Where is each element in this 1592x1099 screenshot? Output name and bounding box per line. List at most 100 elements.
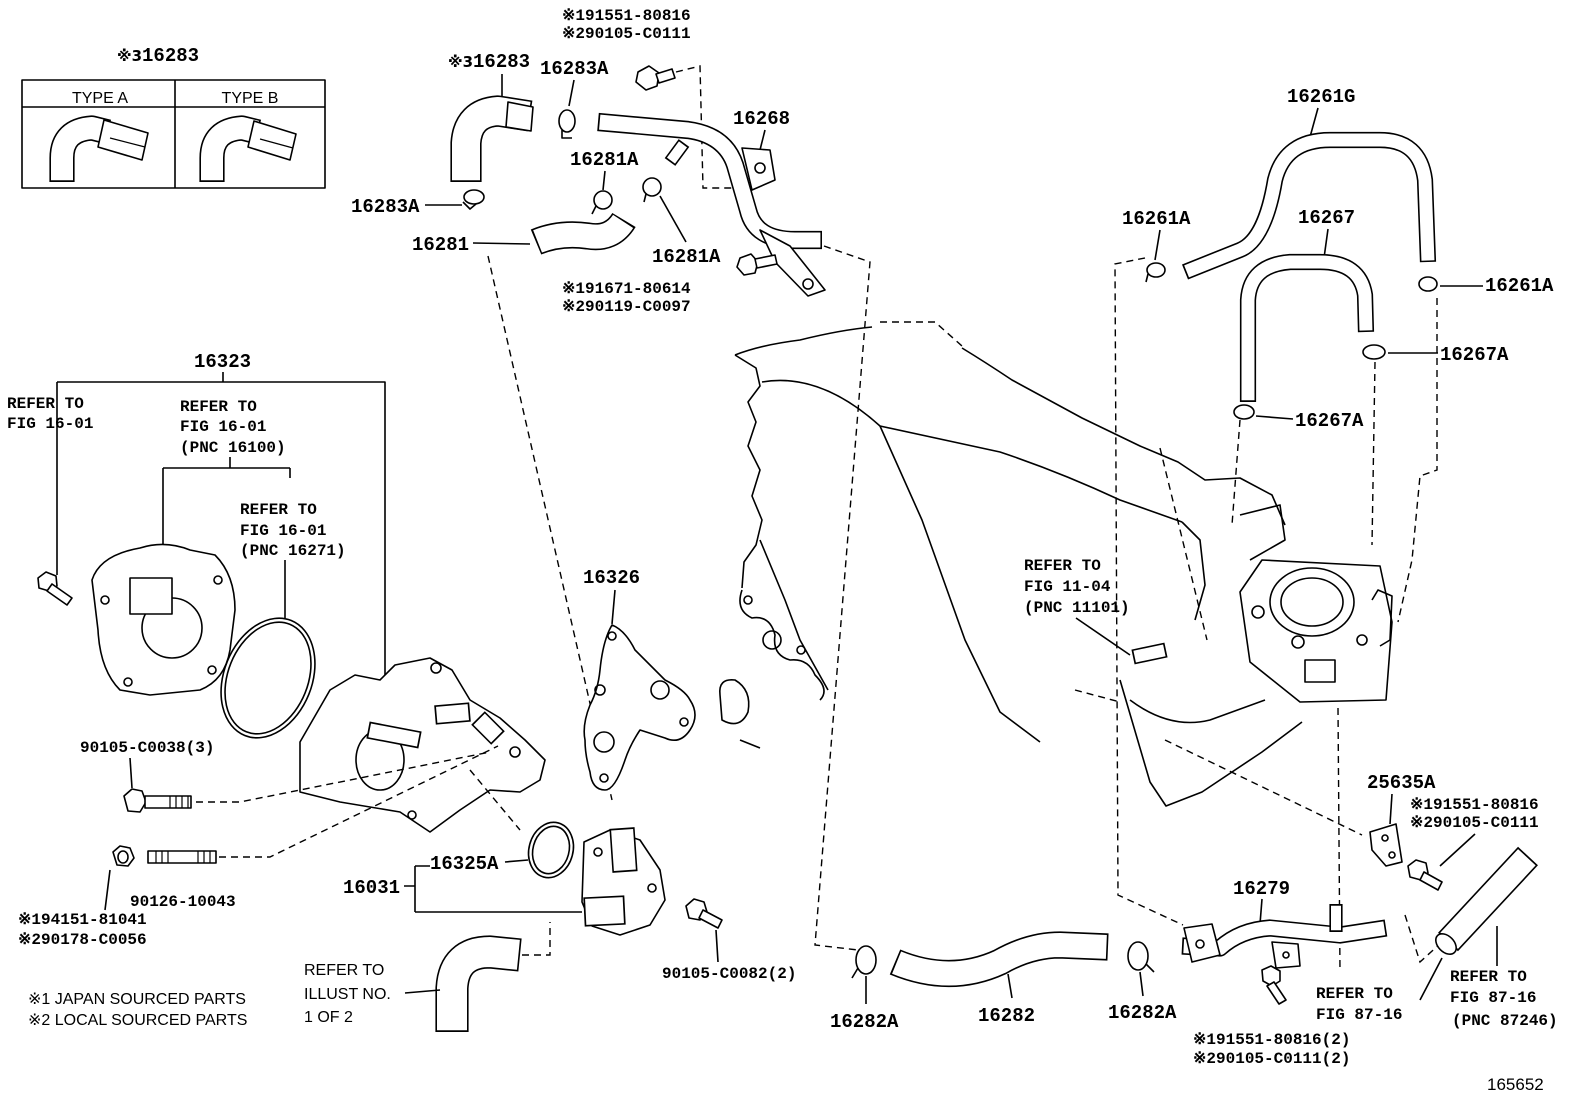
clamp-16281a-right-label: 16281A [652, 246, 721, 268]
clamp-16281a-top-leader [602, 170, 606, 191]
clamp-16282a-left-tab [851, 967, 859, 979]
clamp-16283a-top-tab [561, 130, 572, 139]
type-a-label: TYPE A [72, 90, 128, 107]
lower-hose-dashed-guide [522, 922, 551, 956]
type-box-part: 16283 [142, 45, 199, 67]
bolt-90105-c0082-label: 90105-C0082(2) [662, 965, 796, 983]
ref-fig-11-04-line-2: FIG 11-04 [1024, 578, 1111, 596]
type-box-frame [21, 79, 326, 189]
clamp-16261a-left-leader [1154, 229, 1161, 261]
clamp-16267a-lower-dashed-guide [1231, 419, 1241, 526]
gasket-16326 [583, 624, 696, 791]
type-b-sleeve [247, 120, 297, 161]
gasket-16326-label: 16326 [583, 567, 640, 589]
inlet-16031-bracket [404, 865, 582, 913]
note-japan-sourced: ※1 JAPAN SOURCED PARTS [28, 991, 246, 1008]
clamp-16261a-right [1418, 276, 1438, 292]
clamp-16281a-top [593, 190, 613, 210]
oring-16325a-leader [504, 859, 529, 863]
illustration-number: 165652 [1487, 1075, 1544, 1094]
pipe-16279 [1181, 921, 1388, 955]
ref-fig-16-01-bolt-line-2: FIG 16-01 [7, 415, 93, 433]
hose-16282 [890, 933, 1109, 986]
pipe-16268-lower-bracket-hole [802, 278, 814, 290]
bolt-bracket [736, 253, 778, 276]
clamp-16267a-lower-leader [1255, 415, 1294, 420]
pipe-16279-leader [1259, 898, 1263, 925]
bolt-pipe-16279 [1261, 965, 1287, 1005]
ref-fig-87-16-right-line-2: FIG 87-16 [1450, 989, 1536, 1007]
bottom-hose-group: 16282A 16282 16282A 16279 ※191551-80816(… [830, 772, 1558, 1068]
clamp-16283a-top [558, 109, 576, 133]
hose-16261g-leader [1309, 107, 1319, 138]
top-right-hose-group: 16261G 16261A 16261A 16267 16267A 16267A [1114, 86, 1554, 926]
clamp-16282a-right-tab [1145, 963, 1155, 973]
bracket-25635a-label: 25635A [1367, 772, 1436, 794]
clamp-16261a-left-label: 16261A [1122, 208, 1191, 230]
hose-16267 [1241, 255, 1373, 402]
hose-16261g-label: 16261G [1287, 86, 1355, 108]
hose-16283 [452, 97, 533, 182]
clamp-16281a-right-tab [643, 193, 647, 203]
bolt-bracket-right-part-1: ※191551-80816 [1410, 796, 1539, 814]
bolt-90105-c0038 [123, 788, 192, 813]
nut-part-2: ※290178-C0056 [18, 931, 147, 949]
clamp-16267a-lower-label: 16267A [1295, 410, 1364, 432]
hose-16261g-dashed-guide [1114, 257, 1184, 926]
bracket-25635a [1369, 823, 1403, 867]
inlet-16031-nipple [611, 827, 636, 873]
ref-fig-16-01-cover-bracket [162, 457, 291, 555]
pipe-16268-dashed-guide [814, 245, 871, 951]
type-box-mark: ※3 [117, 47, 142, 65]
type-box: ※316283 TYPE A TYPE B [21, 45, 326, 189]
bolt-pipe-part-2: ※290105-C0111(2) [1193, 1050, 1350, 1068]
pipe-16268-upper-bracket-hole [754, 162, 766, 174]
hose-16283-cut-end [505, 101, 534, 132]
hose-16283-label: ※316283 [448, 51, 530, 73]
clamp-16261a-left [1146, 262, 1166, 278]
hose-16281-dashed-guide [487, 255, 613, 801]
ref-fig-16-01-cover-line-3: (PNC 16100) [180, 439, 286, 457]
engine-dashed-guide [1159, 447, 1208, 641]
hose-16281-leader [472, 242, 531, 245]
ref-fig-16-01-cover-line-2: FIG 16-01 [180, 418, 266, 436]
type-a-hose [51, 117, 111, 182]
bolt-bracket-part-2: ※290119-C0097 [562, 298, 691, 316]
ref-fig-16-01-oring-line-1: REFER TO [240, 501, 317, 519]
clamp-16267a-right-label: 16267A [1440, 344, 1509, 366]
pump-outlet-tube-2 [472, 712, 504, 744]
hose-16267-outline [1239, 253, 1375, 402]
clamp-16282a-left [855, 945, 877, 975]
ref-fig-16-01-bolt-line-1: REFER TO [7, 395, 84, 413]
oring-16325a [527, 821, 575, 879]
pcv-nipple [1131, 644, 1168, 663]
nut-part-1: ※194151-81041 [18, 911, 147, 929]
bolt-top [635, 65, 676, 91]
water-pump-16323-bracket [56, 372, 386, 680]
bolt-bracket-part-1: ※191671-80614 [562, 280, 691, 298]
clamp-16282a-right [1127, 941, 1149, 971]
hose-16282-leader [1007, 973, 1013, 999]
heater-hose-clamp [1435, 933, 1457, 955]
nut-194151 [112, 845, 135, 867]
ref-fig-11-04-line-1: REFER TO [1024, 557, 1101, 575]
clamp-16261a-left-tab [1145, 273, 1149, 283]
ref-fig-87-16-right-line-3: (PNC 87246) [1452, 1012, 1558, 1030]
bolt-90105-c0082-leader [715, 929, 719, 963]
hose-16281 [531, 213, 635, 254]
inlet-16031-outlet [583, 897, 626, 925]
hose-16282-label: 16282 [978, 1005, 1035, 1027]
hose-16283-part: 16283 [473, 51, 530, 73]
water-pump-group: 16323 REFER TO FIG 16-01 REFER TO FIG 16… [7, 351, 546, 949]
gasket-16326-group: 16326 [583, 567, 696, 791]
bolt-90105-c0038-dashed-guide [196, 751, 491, 803]
clamp-16261a-right-dashed-guide [1397, 298, 1438, 623]
inlet-16031-label: 16031 [343, 877, 400, 899]
stud-90126-dashed-guide [219, 745, 499, 858]
water-pump-body [299, 657, 546, 833]
pipe-16268-label: 16268 [733, 108, 790, 130]
bolt-top-part-2: ※290105-C0111 [562, 25, 691, 43]
ref-illust-line-3: 1 OF 2 [304, 1009, 353, 1026]
note-local-sourced: ※2 LOCAL SOURCED PARTS [28, 1012, 247, 1029]
bolt-bracket-right-leader [1439, 833, 1476, 867]
